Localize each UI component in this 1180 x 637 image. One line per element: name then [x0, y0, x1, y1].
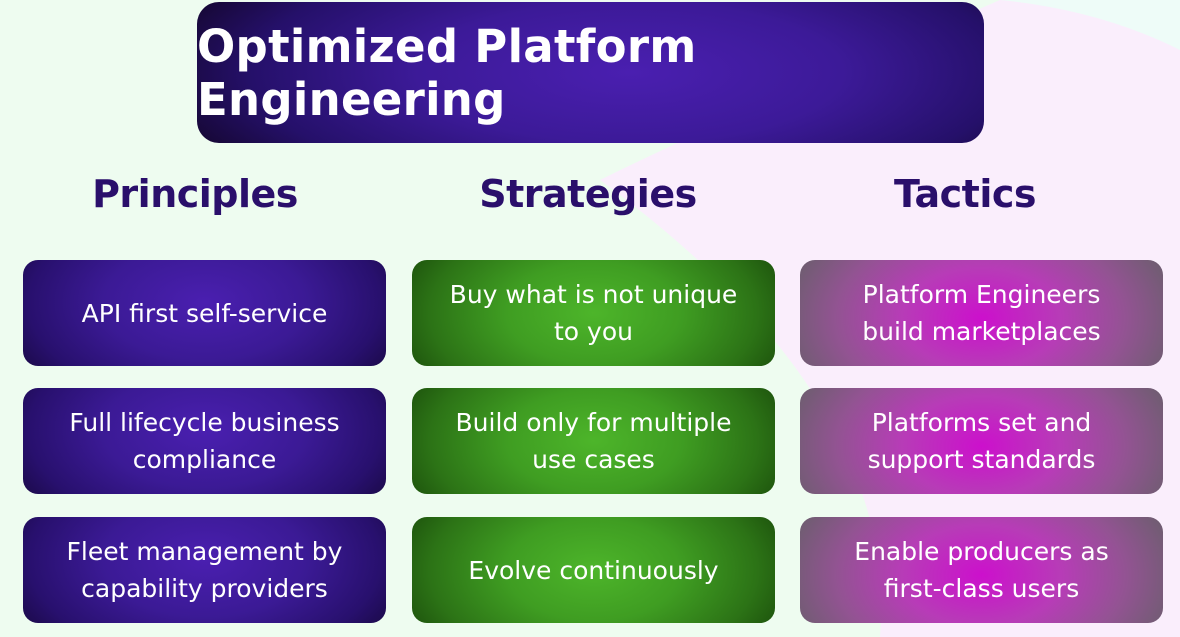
tactic-card: Enable producers as first-class users [800, 517, 1163, 623]
tactic-card: Platforms set and support standards [800, 388, 1163, 494]
principle-card: API first self-service [23, 260, 386, 366]
tactic-card: Platform Engineers build marketplaces [800, 260, 1163, 366]
strategy-card: Buy what is not unique to you [412, 260, 775, 366]
title-banner: Optimized Platform Engineering [197, 2, 984, 143]
page-title: Optimized Platform Engineering [197, 19, 697, 126]
heading-tactics: Tactics [893, 172, 1037, 216]
principle-card-text: Full lifecycle business compliance [69, 408, 340, 474]
heading-principles: Principles [92, 172, 298, 216]
principle-card-text: Fleet management by capability providers [66, 537, 343, 603]
strategy-card: Build only for multiple use cases [412, 388, 775, 494]
strategy-card: Evolve continuously [412, 517, 775, 623]
tactic-card-text: Enable producers as first-class users [854, 537, 1109, 603]
principle-card-text: API first self-service [81, 298, 328, 328]
principle-card: Full lifecycle business compliance [23, 388, 386, 494]
tactic-card-text: Platforms set and support standards [867, 408, 1096, 474]
heading-strategies: Strategies [479, 172, 697, 216]
tactic-card-text: Platform Engineers build marketplaces [862, 280, 1101, 346]
strategy-card-text: Evolve continuously [468, 555, 719, 585]
strategy-card-text: Build only for multiple use cases [455, 408, 732, 474]
principle-card: Fleet management by capability providers [23, 517, 386, 623]
strategy-card-text: Buy what is not unique to you [449, 280, 738, 346]
